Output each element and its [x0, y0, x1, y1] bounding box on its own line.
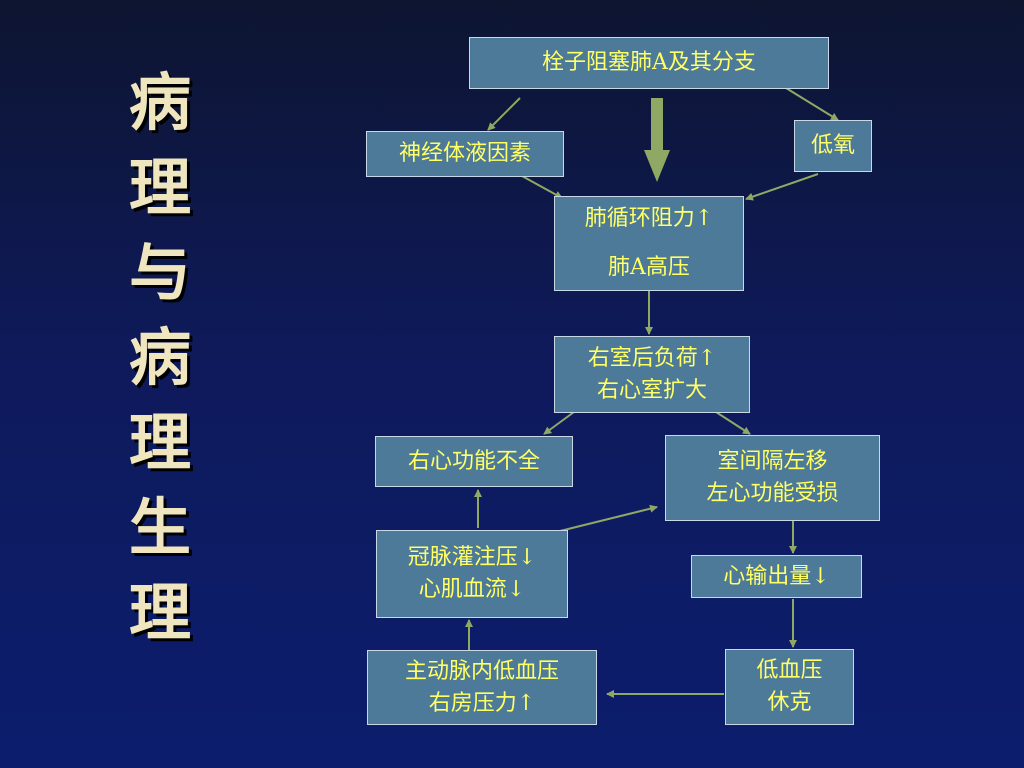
node-rv-failure-line-1: 右心功能不全 — [407, 448, 540, 474]
node-coronary-perfusion: 冠脉灌注压↓ 心肌血流↓ — [376, 530, 568, 618]
title-char: 病 — [128, 66, 191, 139]
node-cardiac-output: 心输出量↓ — [691, 555, 862, 598]
node-embolism-line-1: 栓子阻塞肺A及其分支 — [542, 50, 756, 76]
vertical-title: 病 理 与 病 理 生 理 — [110, 68, 210, 648]
node-rv-afterload: 右室后负荷↑ 右心室扩大 — [554, 336, 750, 413]
node-rv-afterload-line-2: 右心室扩大 — [596, 377, 707, 403]
node-rv-afterload-line-1: 右室后负荷↑ — [587, 345, 717, 371]
node-coronary-perfusion-line-2: 心肌血流↓ — [418, 577, 526, 602]
title-char: 病 — [128, 321, 191, 394]
title-char: 理 — [128, 406, 191, 479]
node-aortic-hypotension: 主动脉内低血压 右房压力↑ — [367, 650, 597, 725]
node-rv-failure: 右心功能不全 — [375, 436, 573, 487]
node-neurohumoral-line-1: 神经体液因素 — [398, 141, 531, 167]
arrow-hypoxia-to-resistance — [745, 173, 819, 201]
node-embolism: 栓子阻塞肺A及其分支 — [469, 37, 829, 89]
arrow-coronary-to-septum — [555, 504, 658, 533]
node-aortic-hypotension-line-2: 右房压力↑ — [428, 690, 536, 716]
node-shock: 低血压 休克 — [725, 649, 854, 725]
arrow-embolism-to-neurohumoral — [487, 97, 521, 131]
node-pulmonary-resistance: 肺循环阻力↑ 肺A高压 — [554, 196, 744, 291]
node-hypoxia-line-1: 低氧 — [810, 133, 855, 159]
node-cardiac-output-line-1: 心输出量↓ — [723, 563, 830, 589]
node-hypoxia: 低氧 — [794, 120, 872, 172]
node-shock-line-1: 低血压 — [756, 658, 823, 684]
node-septum-shift-line-2: 左心功能受损 — [706, 481, 839, 506]
big-down-arrow — [644, 98, 670, 182]
title-char: 与 — [128, 236, 191, 309]
node-neurohumoral: 神经体液因素 — [366, 131, 564, 177]
node-pulmonary-resistance-line-2: 肺A高压 — [608, 254, 690, 280]
title-char: 理 — [128, 151, 191, 224]
node-septum-shift-line-1: 室间隔左移 — [717, 449, 828, 475]
title-char: 理 — [128, 576, 191, 649]
node-coronary-perfusion-line-1: 冠脉灌注压↓ — [407, 545, 537, 571]
title-char: 生 — [128, 491, 191, 564]
node-shock-line-2: 休克 — [767, 690, 812, 715]
node-pulmonary-resistance-line-1: 肺循环阻力↑ — [584, 206, 714, 232]
node-aortic-hypotension-line-1: 主动脉内低血压 — [404, 658, 559, 684]
arrow-rv-to-septum — [715, 411, 751, 435]
node-septum-shift: 室间隔左移 左心功能受损 — [665, 435, 880, 521]
arrow-embolism-to-hypoxia — [785, 87, 839, 121]
arrow-neurohumoral-to-resistance — [521, 175, 563, 199]
arrow-rv-to-rvfailure — [543, 411, 575, 435]
